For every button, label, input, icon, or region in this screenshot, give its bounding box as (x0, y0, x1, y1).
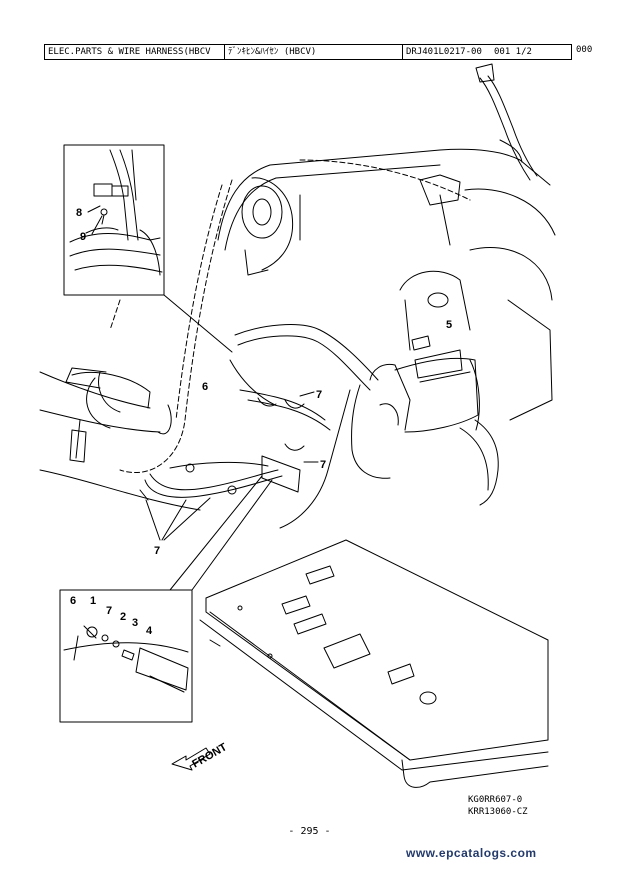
callout-2: 2 (120, 611, 126, 623)
detail-lower-contents (63, 625, 189, 693)
header-title-block: ELEC.PARTS & WIRE HARNESS(HBCV ﾃﾞﾝｷﾋﾝ&ﾊｲ… (44, 44, 572, 60)
boom-structure (217, 148, 556, 301)
header-sheet: 001 1/2 (494, 47, 532, 57)
callout-4: 4 (146, 625, 153, 637)
page-number: - 295 - (288, 826, 331, 837)
header-title: ELEC.PARTS & WIRE HARNESS(HBCV (45, 45, 225, 59)
header-side-code: 000 (576, 45, 593, 55)
callout-6-main: 6 (202, 381, 208, 393)
callout-7-lower: 7 (154, 545, 160, 557)
header-title-jp: ﾃﾞﾝｷﾋﾝ&ﾊｲｾﾝ (HBCV) (225, 45, 403, 59)
callout-9: 9 (80, 231, 86, 243)
detail-box-lower (59, 589, 193, 723)
harness-middle (65, 324, 379, 498)
callout-1: 1 (90, 595, 96, 607)
harness-runs (109, 159, 471, 474)
detail-upper-contents (69, 149, 163, 276)
console-assembly (279, 270, 553, 529)
detail-lower-leader-b (169, 475, 263, 591)
drawing-code-1: KG0RR607-0 (468, 795, 523, 805)
callout-5: 5 (446, 319, 452, 331)
leaders-7 (139, 391, 319, 541)
detail-lower-leader-a (191, 479, 273, 591)
callout-8: 8 (76, 207, 82, 219)
callout-3: 3 (132, 617, 138, 629)
callout-7-right: 7 (320, 459, 326, 471)
drawing-codes: KG0RR607-0 KRR13060-CZ (468, 794, 528, 818)
header-part-code: DRJ401L0217-00 (406, 47, 482, 57)
drawing-code-2: KRR13060-CZ (468, 807, 528, 817)
floor-plate (199, 539, 549, 788)
callout-6-detail: 6 (70, 595, 76, 607)
callout-7-detail: 7 (106, 605, 112, 617)
website-watermark: www.epcatalogs.com (406, 846, 537, 860)
callout-7-upper: 7 (316, 389, 322, 401)
detail-box-upper (63, 144, 165, 296)
front-arrow-icon (171, 747, 211, 771)
front-label: FRONT (190, 741, 229, 770)
hose (475, 63, 538, 181)
